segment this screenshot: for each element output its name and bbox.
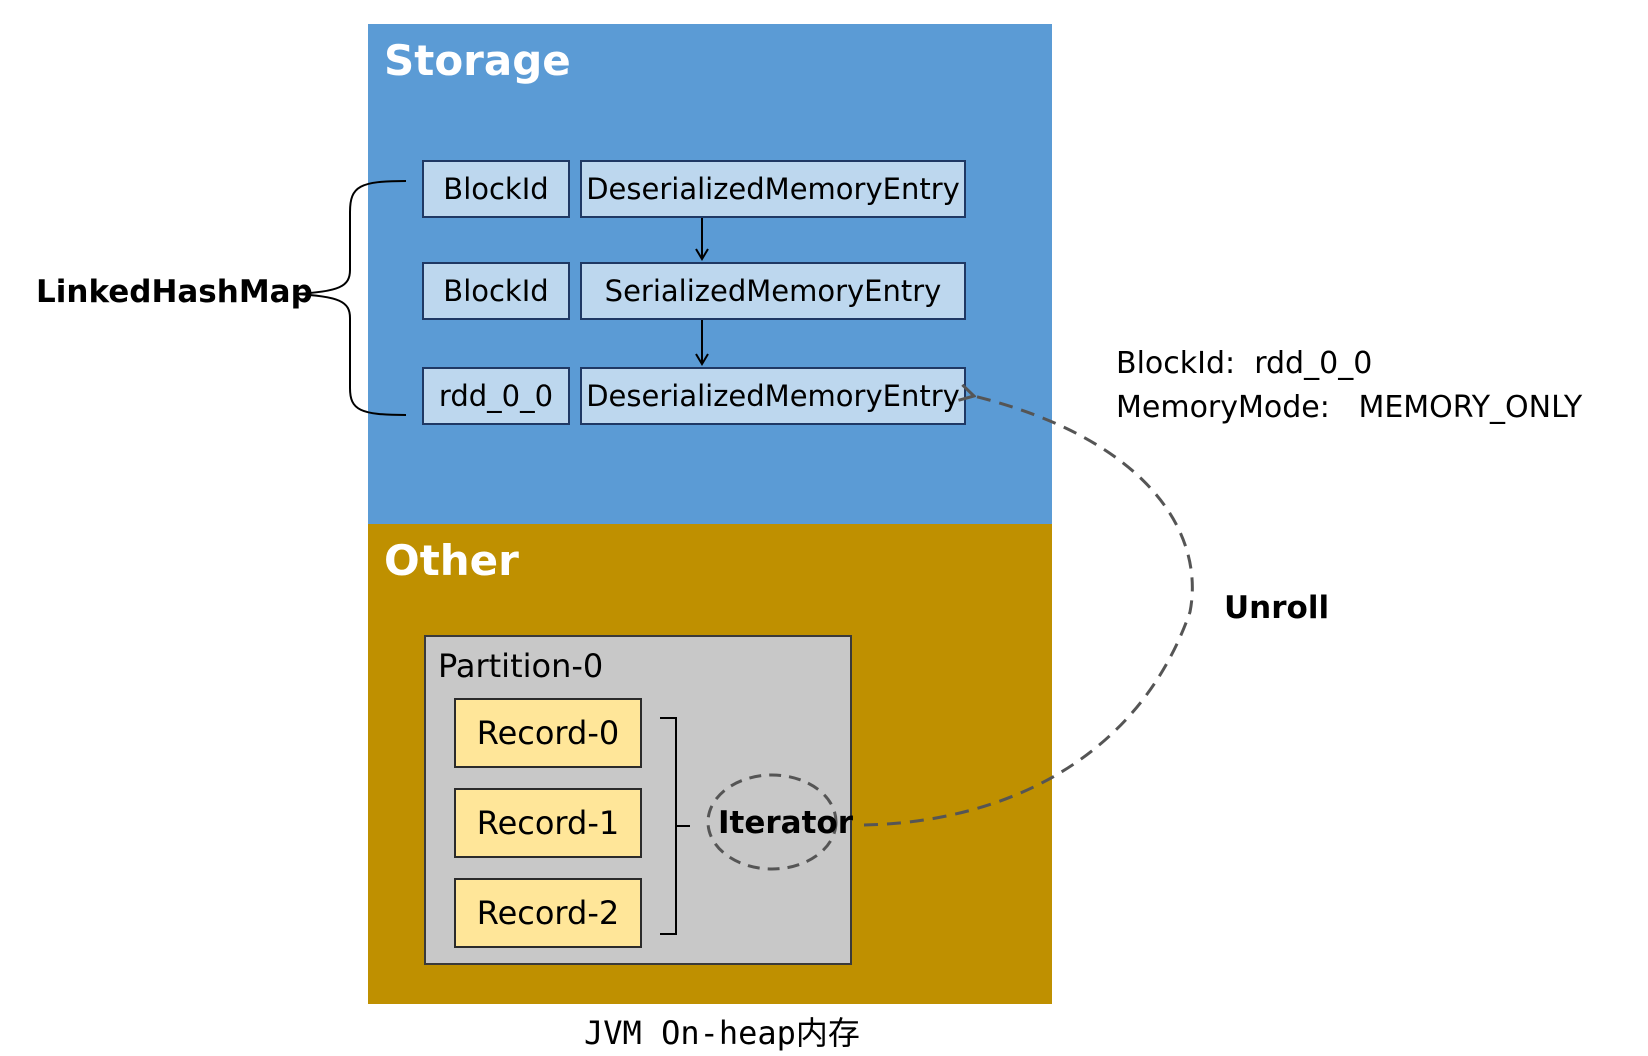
storage-title: Storage [384, 36, 571, 85]
record-box: Record-2 [454, 878, 642, 948]
linkedhashmap-label: LinkedHashMap [36, 274, 313, 310]
records-bracket [660, 717, 690, 935]
unroll-label: Unroll [1224, 590, 1330, 626]
map-brace [293, 180, 407, 416]
partition-title: Partition-0 [438, 647, 604, 685]
block-id-info: BlockId: rdd_0_0 [1116, 346, 1373, 381]
map-key-cell: rdd_0_0 [422, 367, 570, 425]
map-value-cell: DeserializedMemoryEntry [580, 367, 966, 425]
record-box: Record-0 [454, 698, 642, 768]
iterator-ellipse [706, 773, 838, 871]
unroll-arrow [863, 396, 1194, 827]
iterator-label: Iterator [718, 805, 853, 841]
map-key-cell: BlockId [422, 160, 570, 218]
map-value-cell: DeserializedMemoryEntry [580, 160, 966, 218]
other-title: Other [384, 536, 519, 585]
map-key-cell: BlockId [422, 262, 570, 320]
diagram-caption: JVM On-heap内存 [584, 1014, 860, 1052]
memory-mode-info: MemoryMode: MEMORY_ONLY [1116, 390, 1583, 425]
map-value-cell: SerializedMemoryEntry [580, 262, 966, 320]
record-box: Record-1 [454, 788, 642, 858]
